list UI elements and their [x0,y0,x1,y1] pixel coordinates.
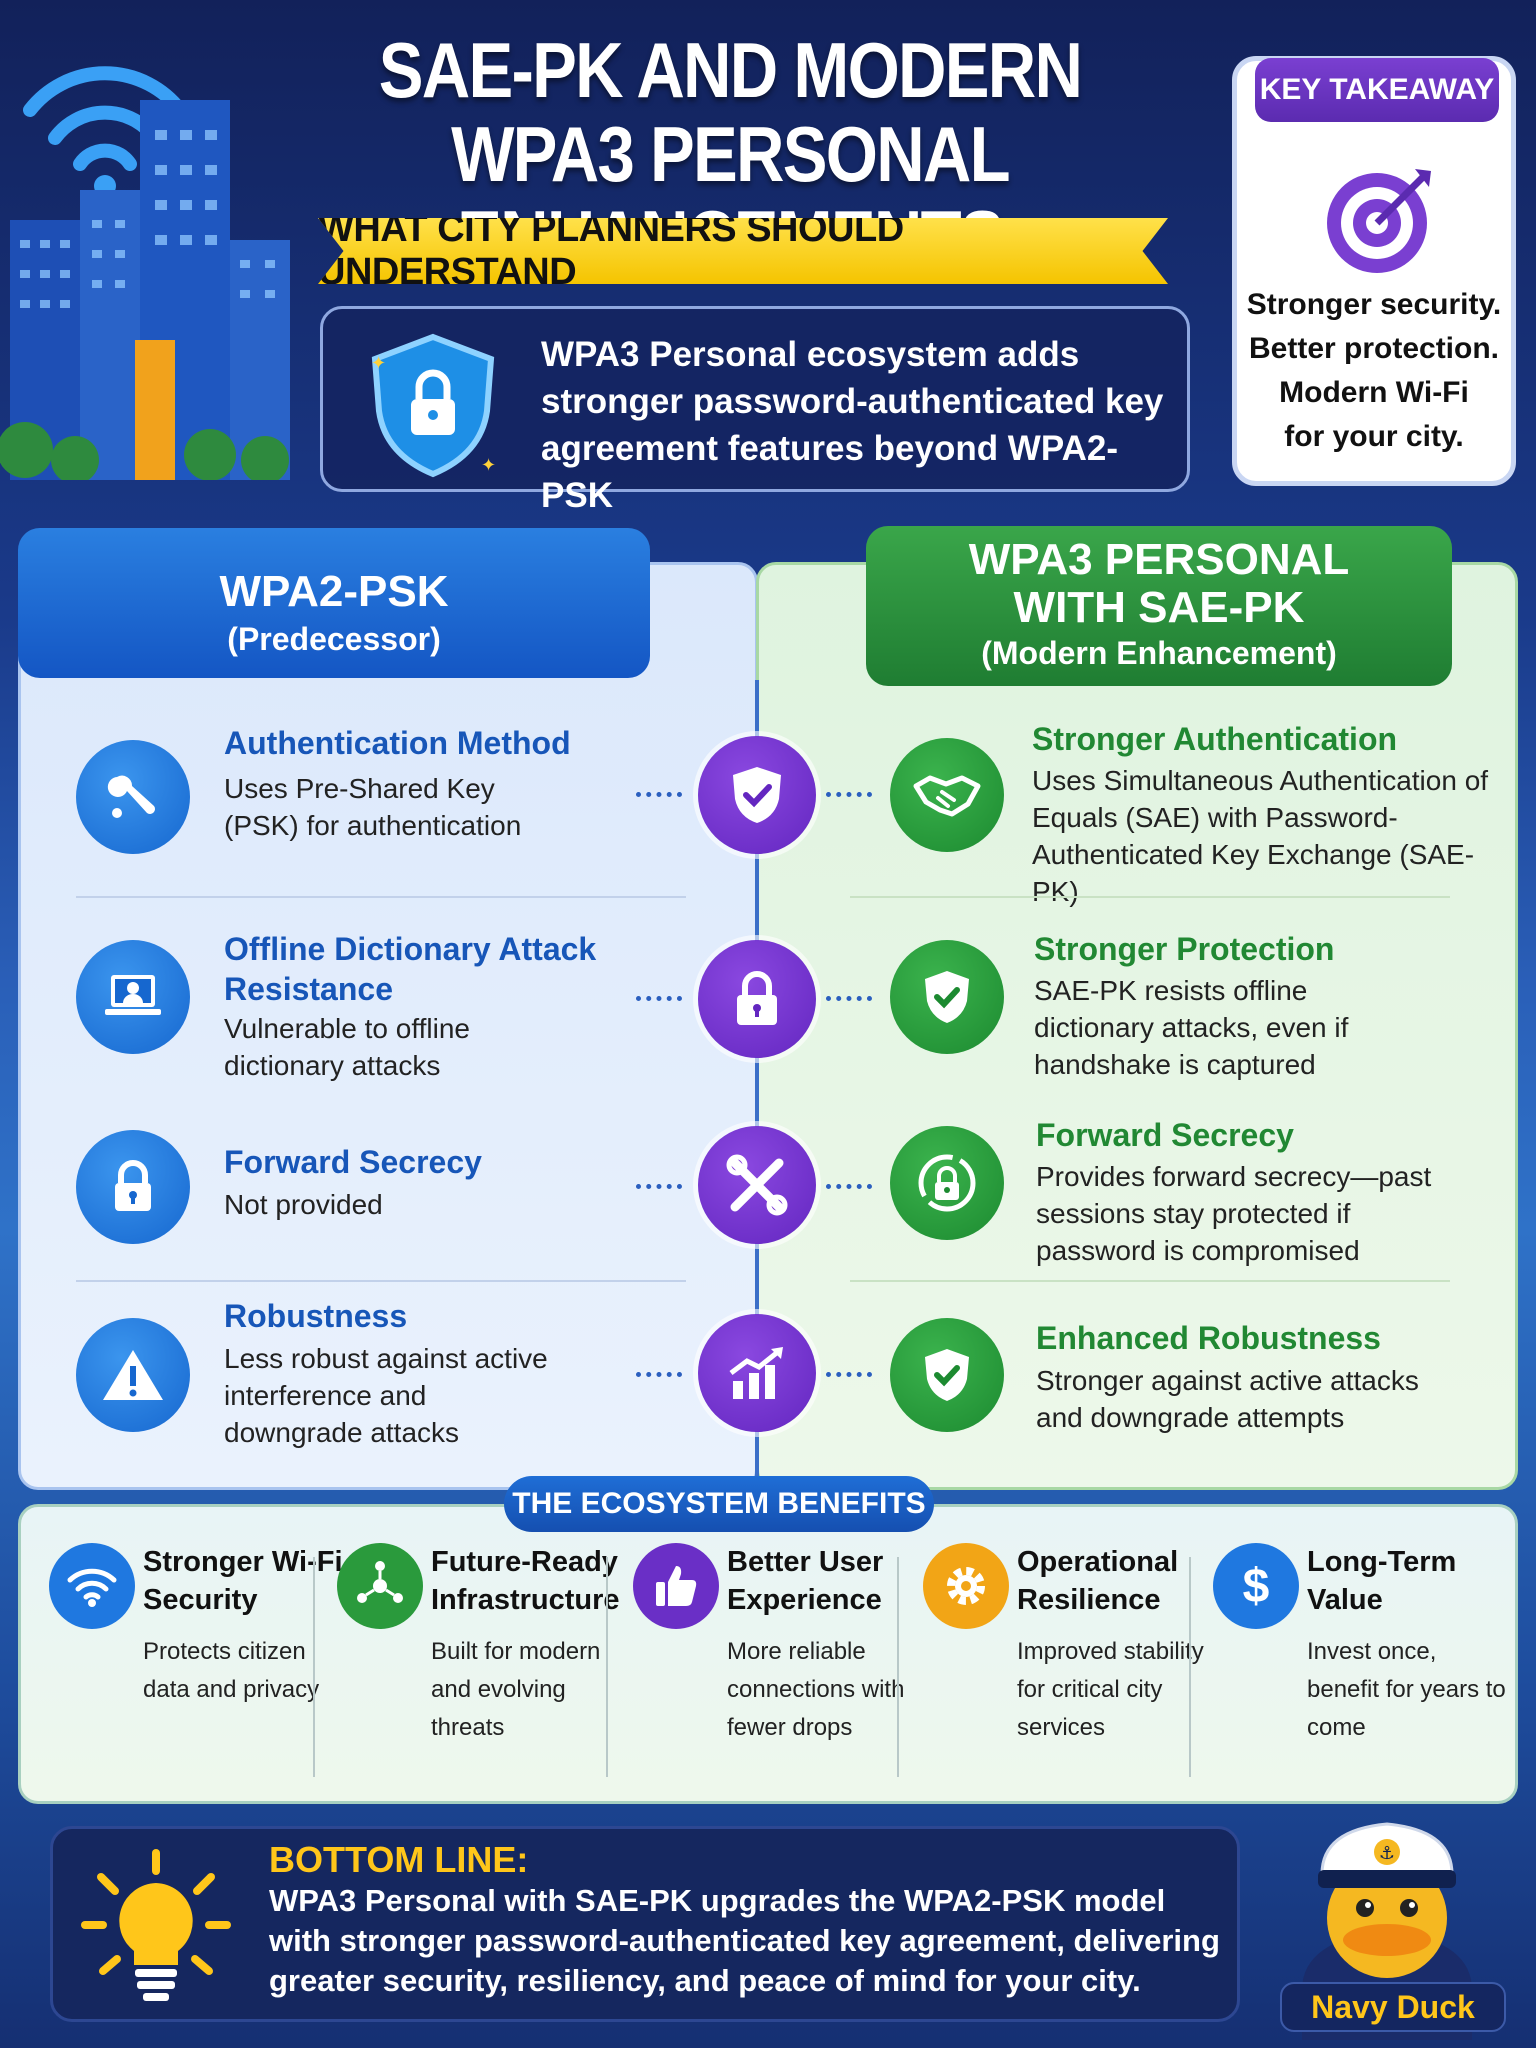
benefit-body: Protects citizen data and privacy [143,1638,320,1703]
key-takeaway-text: Stronger security. Better protection. Mo… [1246,288,1502,453]
wrench-icon [76,740,190,854]
handshake-icon [890,738,1004,852]
wpa2-header: WPA2-PSK (Predecessor) [18,528,650,678]
benefit-body: Improved stability for critical city ser… [1017,1638,1204,1741]
dollar-icon: $ [1213,1543,1299,1629]
shield-check-icon [698,736,816,854]
benefit-title: Future-Ready Infrastructure [431,1546,620,1616]
svg-text:✦: ✦ [481,455,496,475]
left-row-2-body: Vulnerable to offline dictionary attacks [224,1013,470,1081]
padlock-icon [698,940,816,1058]
right-row-3-heading: Forward Secrecy [1036,1117,1294,1153]
right-row-2-body: SAE-PK resists offline dictionary attack… [1034,975,1349,1080]
left-row-1-body: Uses Pre-Shared Key (PSK) for authentica… [224,773,522,841]
subtitle-ribbon: WHAT CITY PLANNERS SHOULD UNDERSTAND [318,218,1168,284]
wifi-icon [49,1543,135,1629]
right-row-3-body: Provides forward secrecy—past sessions s… [1036,1161,1432,1266]
tools-icon [698,1126,816,1244]
benefit-title: Stronger Wi-Fi Security [143,1546,343,1616]
intro-text: WPA3 Personal ecosystem adds stronger pa… [541,335,1164,515]
key-takeaway-label: KEY TAKEAWAY [1255,58,1499,122]
wpa3-panel [756,562,1518,1490]
benefit-body: Invest once, benefit for years to come [1307,1638,1506,1741]
shield-check-icon [890,1318,1004,1432]
left-row-4-heading: Robustness [224,1298,408,1334]
right-row-2-heading: Stronger Protection [1034,931,1335,967]
target-icon [1327,169,1431,273]
shield-lock-icon: ✦ ✦ [371,333,496,478]
benefit-title: Better User Experience [727,1546,884,1616]
left-row-2-heading: Offline Dictionary Attack Resistance [224,931,597,1007]
left-row-1-heading: Authentication Method [224,725,571,761]
thumbs-up-icon [633,1543,719,1629]
key-takeaway-card: KEY TAKEAWAY Stronger security. Better p… [1232,56,1516,486]
svg-text:$: $ [1243,1560,1270,1613]
ecosystem-benefits-title: THE ECOSYSTEM BENEFITS [504,1476,934,1532]
lock-icon [76,1130,190,1244]
right-row-1-heading: Stronger Authentication [1032,721,1398,757]
right-row-1-body: Uses Simultaneous Authentication of Equa… [1032,765,1489,907]
gear-icon [923,1543,1009,1629]
benefit-title: Long-Term Value [1307,1546,1457,1616]
center-spine [755,680,759,1500]
left-row-3-heading: Forward Secrecy [224,1144,482,1180]
mascot-label: Navy Duck [1280,1982,1506,2032]
city-skyline-illustration [0,66,290,480]
left-row-3-body: Not provided [224,1189,383,1220]
warning-icon [76,1318,190,1432]
right-row-4-heading: Enhanced Robustness [1036,1320,1381,1356]
ecosystem-benefits-panel: Stronger Wi-Fi Security Protects citizen… [18,1504,1518,1804]
laptop-user-icon [76,940,190,1054]
lightbulb-icon [81,1849,231,2001]
svg-text:⚓: ⚓ [1379,1843,1395,1864]
bottom-line-box: BOTTOM LINE: WPA3 Personal with SAE-PK u… [50,1826,1240,2022]
shield-check-icon [890,940,1004,1054]
network-people-icon [337,1543,423,1629]
intro-box: ✦ ✦ WPA3 Personal ecosystem adds stronge… [320,306,1190,515]
svg-text:✦: ✦ [371,353,386,373]
benefit-body: Built for modern and evolving threats [431,1638,601,1741]
benefit-body: More reliable connections with fewer dro… [727,1638,905,1741]
bottom-line-text: WPA3 Personal with SAE-PK upgrades the W… [269,1883,1220,1998]
right-row-4-body: Stronger against active attacks and down… [1036,1365,1419,1433]
left-row-4-body: Less robust against active interference … [224,1343,548,1448]
growth-chart-icon [698,1314,816,1432]
benefit-title: Operational Resilience [1017,1546,1179,1616]
bottom-line-label: BOTTOM LINE: [269,1839,529,1880]
wpa3-header: WPA3 PERSONAL WITH SAE-PK (Modern Enhanc… [866,526,1452,686]
lock-cycle-icon [890,1126,1004,1240]
